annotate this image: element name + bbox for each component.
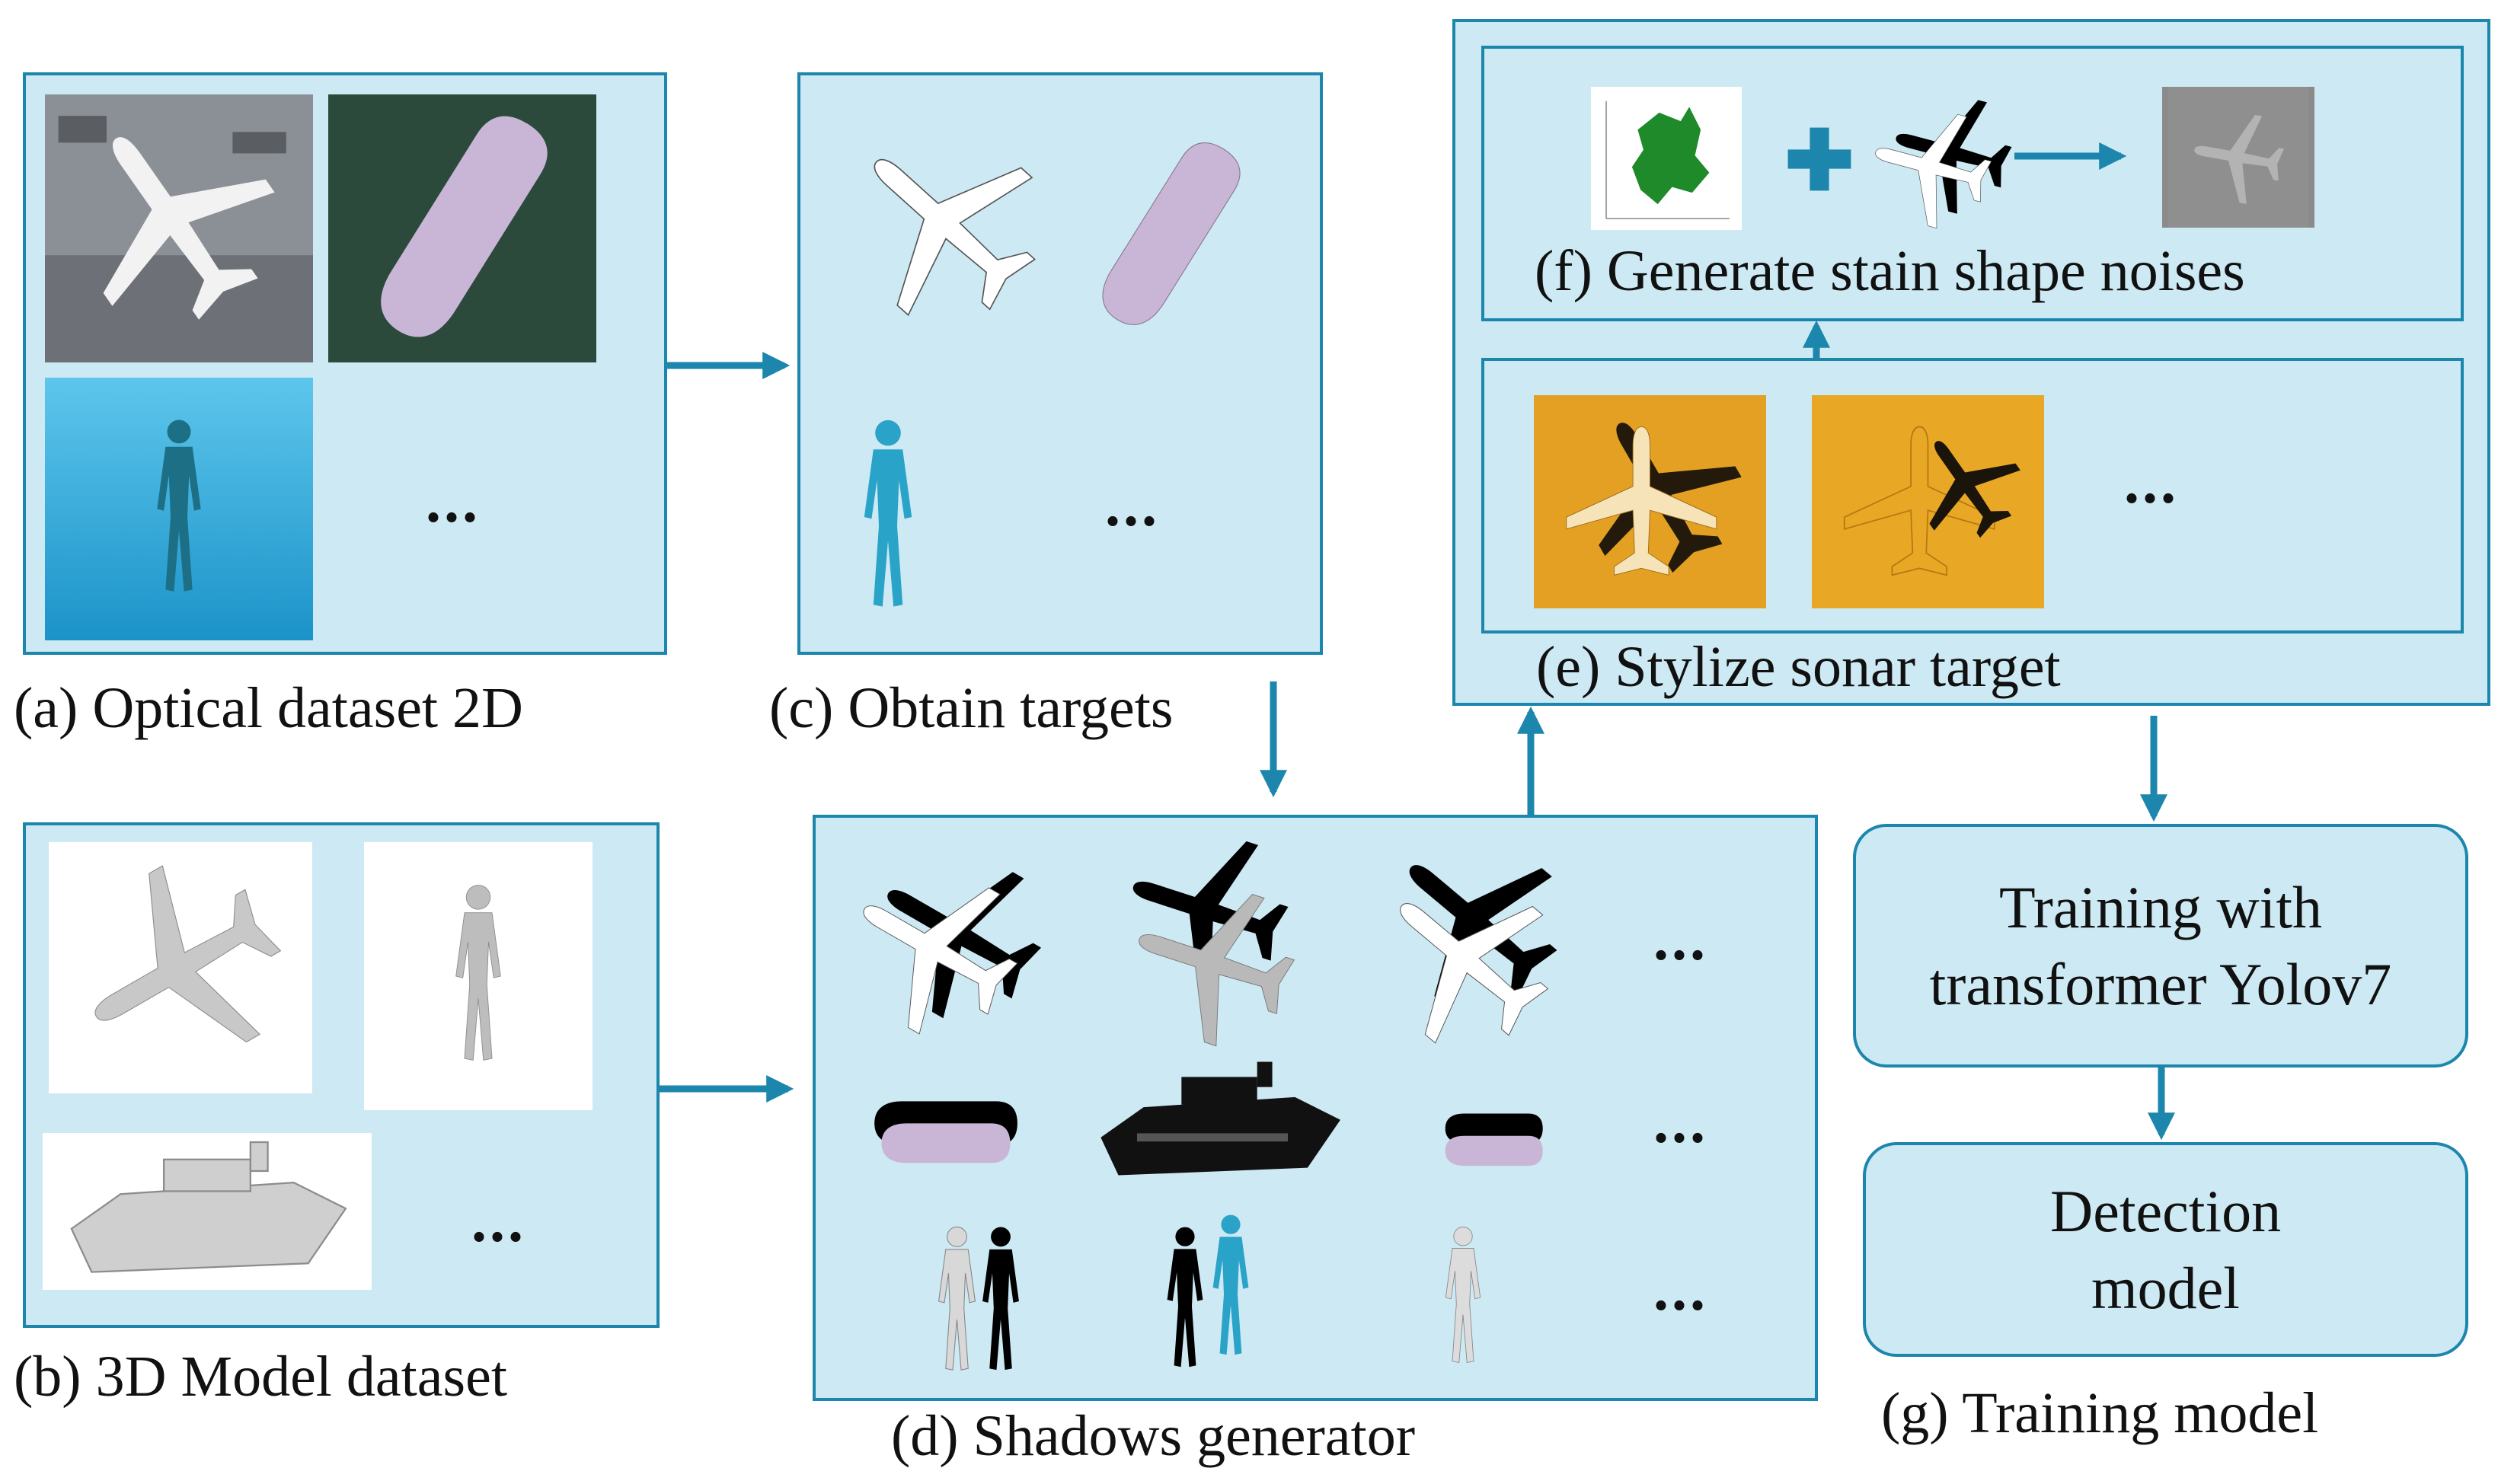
training-line2: transformer Yolov7 [1929, 951, 2392, 1017]
noisy-sonar-image [2162, 87, 2314, 228]
human-shadow-1 [896, 1214, 1071, 1389]
target-ship [1059, 110, 1280, 361]
panel-optical-dataset: ... [23, 72, 667, 655]
ellipsis-e: ... [2124, 449, 2179, 516]
label-e: (e) Stylize sonar target [1536, 635, 2061, 699]
model-human [364, 842, 593, 1110]
detection-line2: model [2091, 1255, 2240, 1321]
plane-shadow-1 [831, 837, 1059, 1050]
ship-shadow-3 [1394, 1107, 1592, 1176]
ellipsis-c: ... [1105, 472, 1160, 539]
target-plane [831, 110, 1059, 338]
human-shadow-3 [1387, 1206, 1539, 1389]
panel-obtain-targets: ... [797, 72, 1323, 655]
ship-shadow-2 [1082, 1046, 1356, 1198]
sonar-plane-2 [1812, 395, 2044, 608]
airport-plane-image [45, 94, 313, 362]
panel-shadows-generator: ... ... ... [813, 815, 1818, 1401]
plus-icon [1785, 125, 1854, 193]
label-c: (c) Obtain targets [769, 676, 1174, 740]
ship-shadow-1 [831, 1092, 1059, 1176]
panel-stylize-sonar: ... [1481, 358, 2464, 633]
label-f: (f) Generate stain shape noises [1535, 239, 2245, 303]
training-box: Training with transformer Yolov7 [1853, 824, 2468, 1068]
model-cruise-ship [43, 1133, 372, 1290]
label-b: (b) 3D Model dataset [14, 1345, 507, 1409]
underwater-diver-image [45, 378, 313, 640]
ellipsis-d-row3: ... [1653, 1256, 1708, 1323]
ellipsis-d-row1: ... [1653, 906, 1708, 973]
stain-noise-image [1591, 87, 1742, 230]
ellipsis-b: ... [471, 1188, 526, 1255]
ellipsis-d-row2: ... [1653, 1089, 1708, 1156]
panel-stain-noises [1481, 46, 2464, 321]
aerial-ship-image [328, 94, 596, 362]
ellipsis-a: ... [426, 468, 481, 535]
label-a: (a) Optical dataset 2D [14, 676, 523, 740]
diver-shadow-2 [1143, 1198, 1295, 1389]
target-diver [831, 395, 945, 639]
plane-with-shadow [1858, 79, 2033, 239]
label-g: (g) Training model [1881, 1381, 2319, 1445]
model-plane [49, 842, 312, 1093]
panel-3d-model-dataset: ... [23, 822, 660, 1328]
plane-shadow-3 [1356, 833, 1585, 1054]
detection-model-box: Detection model [1863, 1142, 2468, 1357]
detection-line1: Detection [2049, 1177, 2282, 1244]
plane-shadow-2 [1075, 829, 1349, 1050]
sonar-plane-1 [1534, 395, 1766, 608]
training-line1: Training with [1998, 873, 2322, 940]
label-d: (d) Shadows generator [891, 1404, 1416, 1468]
